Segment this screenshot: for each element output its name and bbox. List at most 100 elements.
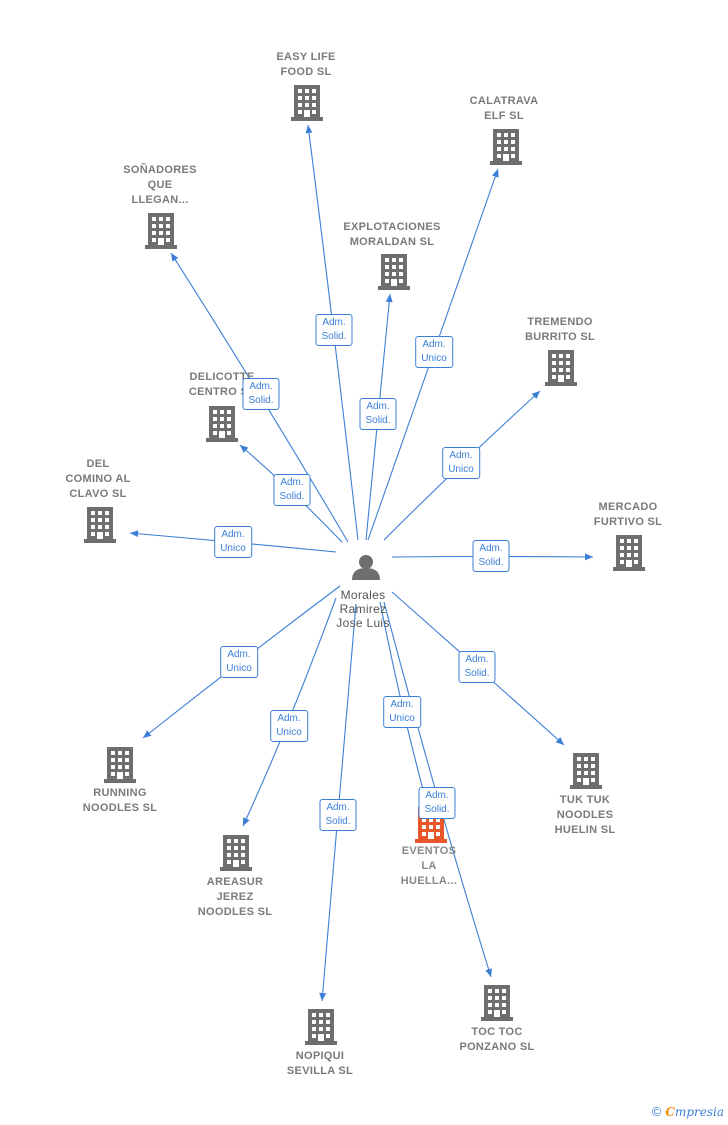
building-icon[interactable] bbox=[490, 129, 522, 165]
role-badge-easy-life-food[interactable]: Adm.Solid. bbox=[315, 314, 353, 346]
arrowhead bbox=[385, 294, 393, 303]
company-label-line: PONZANO SL bbox=[459, 1041, 535, 1053]
building-icon[interactable] bbox=[206, 406, 238, 442]
company-label-line: TOC TOC bbox=[471, 1026, 523, 1038]
role-badge-line: Solid. bbox=[365, 415, 391, 426]
role-badge-line: Unico bbox=[389, 713, 415, 724]
role-badge-line: Adm. bbox=[479, 543, 503, 554]
role-badge-line: Solid. bbox=[478, 557, 504, 568]
building-icon[interactable] bbox=[481, 985, 513, 1021]
person-name-line-3: Jose Luis bbox=[336, 616, 390, 630]
company-label-line: LLEGAN... bbox=[131, 194, 189, 206]
company-label-line: EXPLOTACIONES bbox=[343, 221, 441, 233]
role-badge-line: Adm. bbox=[366, 401, 390, 412]
building-icon[interactable] bbox=[613, 535, 645, 571]
role-badge-toc-toc-ponzano[interactable]: Adm. Solid. bbox=[418, 787, 456, 819]
role-badge-line: Adm. bbox=[249, 381, 273, 392]
role-badge-line: Adm. bbox=[449, 450, 473, 461]
footer-brand: © Cmpresia bbox=[652, 1104, 724, 1119]
company-label-line: AREASUR bbox=[206, 876, 264, 888]
role-badge-del-comino[interactable]: Adm.Unico bbox=[214, 526, 252, 558]
role-badge-running-noodles[interactable]: Adm. Unico bbox=[220, 646, 258, 678]
role-badge-sonadores[interactable]: Adm.Solid. bbox=[242, 378, 280, 410]
arrowhead bbox=[492, 169, 499, 178]
company-label-line: LA bbox=[421, 860, 437, 872]
company-label-line: FOOD SL bbox=[280, 66, 332, 78]
role-badge-tremendo-burrito[interactable]: Adm.Unico bbox=[442, 447, 480, 479]
role-badge-line: Solid. bbox=[325, 816, 351, 827]
building-icon[interactable] bbox=[570, 753, 602, 789]
company-label-line: ELF SL bbox=[484, 110, 524, 122]
role-badge-line: Unico bbox=[276, 727, 302, 738]
arrowhead bbox=[143, 730, 152, 738]
person-name-label[interactable]: Morales Ramirez Jose Luis bbox=[336, 588, 389, 630]
arrowhead bbox=[319, 992, 327, 1001]
company-label-line: EASY LIFE bbox=[276, 51, 336, 63]
company-label-line: NOODLES SL bbox=[82, 802, 158, 814]
role-badge-line: Adm. bbox=[322, 317, 346, 328]
company-label-line: TUK TUK bbox=[559, 794, 611, 806]
company-label-easy-life-food[interactable]: EASY LIFE FOOD SL bbox=[276, 50, 335, 80]
role-badge-line: Adm. bbox=[280, 477, 304, 488]
role-badge-line: Adm. bbox=[425, 790, 449, 801]
building-icon[interactable] bbox=[291, 85, 323, 121]
role-badge-nopiqui-sevilla[interactable]: Adm. Solid. bbox=[319, 799, 357, 831]
role-badge-line: Adm. bbox=[326, 802, 350, 813]
role-badge-delicotte-centro[interactable]: Adm. Solid. bbox=[273, 474, 311, 506]
person-icon[interactable] bbox=[352, 555, 380, 580]
company-label-line: BURRITO SL bbox=[524, 331, 596, 343]
company-label-tremendo-burrito[interactable]: TREMENDO BURRITO SL bbox=[525, 315, 595, 345]
building-icon[interactable] bbox=[305, 1009, 337, 1045]
company-label-line: FURTIVO SL bbox=[593, 516, 663, 528]
role-badge-line: Adm. bbox=[227, 649, 251, 660]
building-icon[interactable] bbox=[84, 507, 116, 543]
building-icon[interactable] bbox=[545, 350, 577, 386]
company-label-line: CALATRAVA bbox=[469, 95, 539, 107]
company-label-line: CENTRO SL bbox=[188, 386, 256, 398]
building-icon[interactable] bbox=[104, 747, 136, 783]
company-label-line: MERCADO bbox=[598, 501, 658, 513]
company-label-running-noodles[interactable]: RUNNING NOODLES SL bbox=[83, 786, 158, 816]
company-label-line: DEL bbox=[86, 458, 110, 470]
company-label-line: EVENTOS bbox=[401, 845, 457, 857]
role-badge-line: Unico bbox=[421, 353, 447, 364]
role-badge-line: Solid. bbox=[424, 804, 450, 815]
company-label-mercado-furtivo[interactable]: MERCADO FURTIVO SL bbox=[594, 500, 662, 530]
company-label-toc-toc-ponzano[interactable]: TOC TOC PONZANO SL bbox=[459, 1025, 534, 1055]
role-badge-calatrava-elf[interactable]: Adm. Unico bbox=[415, 336, 453, 368]
role-badge-line: Adm. bbox=[422, 339, 446, 350]
role-badge-line: Solid. bbox=[464, 668, 490, 679]
company-label-line: COMINO AL bbox=[65, 473, 131, 485]
role-badge-line: Solid. bbox=[279, 491, 305, 502]
arrowhead bbox=[485, 968, 492, 977]
role-badge-line: Adm. bbox=[277, 713, 301, 724]
role-badge-line: Unico bbox=[226, 663, 252, 674]
arrowhead bbox=[130, 530, 139, 538]
arrowhead bbox=[531, 391, 540, 399]
role-badge-explotaciones-moraldan[interactable]: Adm. Solid. bbox=[359, 398, 397, 430]
role-badge-tuk-tuk-noodles[interactable]: Adm.Solid. bbox=[458, 651, 496, 683]
person-name-line-2: Ramirez bbox=[339, 602, 387, 616]
building-icon[interactable] bbox=[378, 254, 410, 290]
arrowhead bbox=[584, 553, 593, 561]
company-label-line: TREMENDO bbox=[527, 316, 593, 328]
company-label-line: RUNNING bbox=[93, 787, 147, 799]
role-badge-eventos-la-huella[interactable]: Adm.Unico bbox=[383, 696, 421, 728]
company-label-line: NOODLES SL bbox=[197, 906, 273, 918]
company-label-calatrava-elf[interactable]: CALATRAVA ELF SL bbox=[470, 94, 539, 124]
building-icon[interactable] bbox=[145, 213, 177, 249]
brand-logo[interactable]: Cmpresia bbox=[665, 1105, 724, 1119]
role-badge-areasur-jerez[interactable]: Adm. Unico bbox=[270, 710, 308, 742]
arrowhead bbox=[243, 817, 250, 826]
building-icon[interactable] bbox=[220, 835, 252, 871]
role-badge-mercado-furtivo[interactable]: Adm. Solid. bbox=[472, 540, 510, 572]
